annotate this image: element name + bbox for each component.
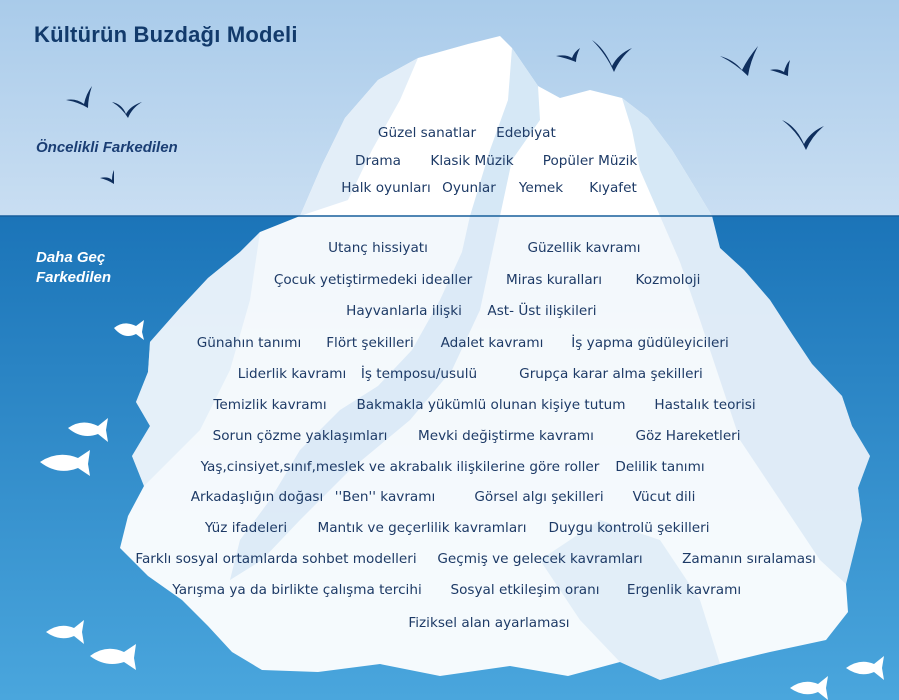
culture-item: Yemek (518, 180, 564, 196)
fish-icon (90, 644, 136, 670)
culture-item: Sorun çözme yaklaşımları (212, 428, 388, 444)
culture-item: Vücut dili (632, 489, 696, 505)
culture-item: Hayvanlarla ilişki (346, 303, 462, 319)
culture-item: İş temposu/usulü (360, 366, 478, 382)
bird-icon (66, 86, 92, 108)
culture-item: Delilik tanımı (615, 459, 705, 475)
fish-icon (68, 418, 108, 442)
culture-item: Miras kuralları (505, 272, 603, 288)
culture-item: Edebiyat (496, 125, 556, 141)
iceberg-tip-shade (470, 48, 540, 216)
bird-icon (112, 102, 142, 118)
culture-item: Ergenlik kavramı (626, 582, 742, 598)
fish-icon (46, 620, 84, 644)
fish-icon (114, 320, 144, 340)
culture-item: Zamanın sıralaması (682, 551, 816, 567)
bird-icon (720, 46, 758, 76)
bird-icon (782, 120, 824, 150)
bird-icon (592, 40, 632, 72)
zone-label-visible: Öncelikli Farkedilen (36, 139, 178, 156)
bird-icon (770, 60, 790, 76)
culture-item: Drama (355, 153, 401, 169)
culture-item: Mantık ve geçerlilik kavramları (317, 520, 527, 536)
culture-item: Temizlik kavramı (213, 397, 327, 413)
fish-icon (40, 450, 90, 476)
culture-item: Adalet kavramı (440, 335, 544, 351)
culture-item: Göz Hareketleri (635, 428, 741, 444)
iceberg-body (120, 216, 870, 680)
culture-item: Geçmiş ve gelecek kavramları (437, 551, 643, 567)
zone-label-hidden: Daha Geç Farkedilen (36, 249, 112, 286)
fish-icon (846, 656, 884, 680)
culture-item: Farklı sosyal ortamlarda sohbet modeller… (135, 551, 417, 567)
culture-item: Mevki değiştirme kavramı (418, 428, 594, 444)
culture-item: Kıyafet (589, 180, 637, 196)
iceberg-body-shade (540, 520, 720, 680)
culture-item: Güzellik kavramı (527, 240, 641, 256)
culture-item: Günahın tanımı (196, 335, 302, 351)
birds (66, 40, 824, 184)
iceberg-tip-shade (300, 58, 418, 216)
culture-item: Güzel sanatlar (377, 125, 477, 141)
culture-item: Yarışma ya da birlikte çalışma tercihi (172, 582, 422, 598)
culture-item: Grupça karar alma şekilleri (519, 366, 703, 382)
culture-item: Kozmoloji (635, 272, 701, 288)
culture-item: Arkadaşlığın doğası (190, 489, 324, 505)
bird-icon (556, 48, 580, 62)
bird-icon (100, 170, 114, 184)
culture-item: Görsel algı şekilleri (474, 489, 604, 505)
culture-item: Hastalık teorisi (654, 397, 756, 413)
culture-item: Utanç hissiyatı (328, 240, 428, 256)
fishes (40, 320, 884, 700)
culture-item: Popüler Müzik (542, 153, 638, 169)
culture-item: Flört şekilleri (326, 335, 414, 351)
culture-item: Duygu kontrolü şekilleri (548, 520, 710, 536)
culture-item: Oyunlar (442, 180, 496, 196)
iceberg-body-shade (230, 216, 500, 580)
culture-item: İş yapma güdüleyicileri (571, 335, 729, 351)
iceberg-tip-shade (622, 98, 712, 216)
culture-item: Yüz ifadeleri (204, 520, 288, 536)
culture-item: Yaş,cinsiyet,sınıf,meslek ve akrabalık i… (200, 459, 600, 475)
culture-item: Liderlik kavramı (237, 366, 347, 382)
iceberg-body-shade (660, 216, 870, 584)
fish-icon (790, 676, 828, 700)
culture-item: Bakmakla yükümlü olunan kişiye tutum (356, 397, 626, 413)
culture-item: Çocuk yetiştirmedeki idealler (273, 272, 473, 288)
culture-item: Fiziksel alan ayarlaması (408, 615, 570, 631)
culture-item: ''Ben'' kavramı (334, 489, 436, 505)
diagram-title: Kültürün Buzdağı Modeli (34, 22, 298, 47)
culture-item: Klasik Müzik (430, 153, 514, 169)
culture-item: Halk oyunları (341, 180, 431, 196)
iceberg-body-shade (132, 232, 260, 486)
culture-item: Sosyal etkileşim oranı (450, 582, 600, 598)
culture-item: Ast- Üst ilişkileri (487, 303, 597, 319)
